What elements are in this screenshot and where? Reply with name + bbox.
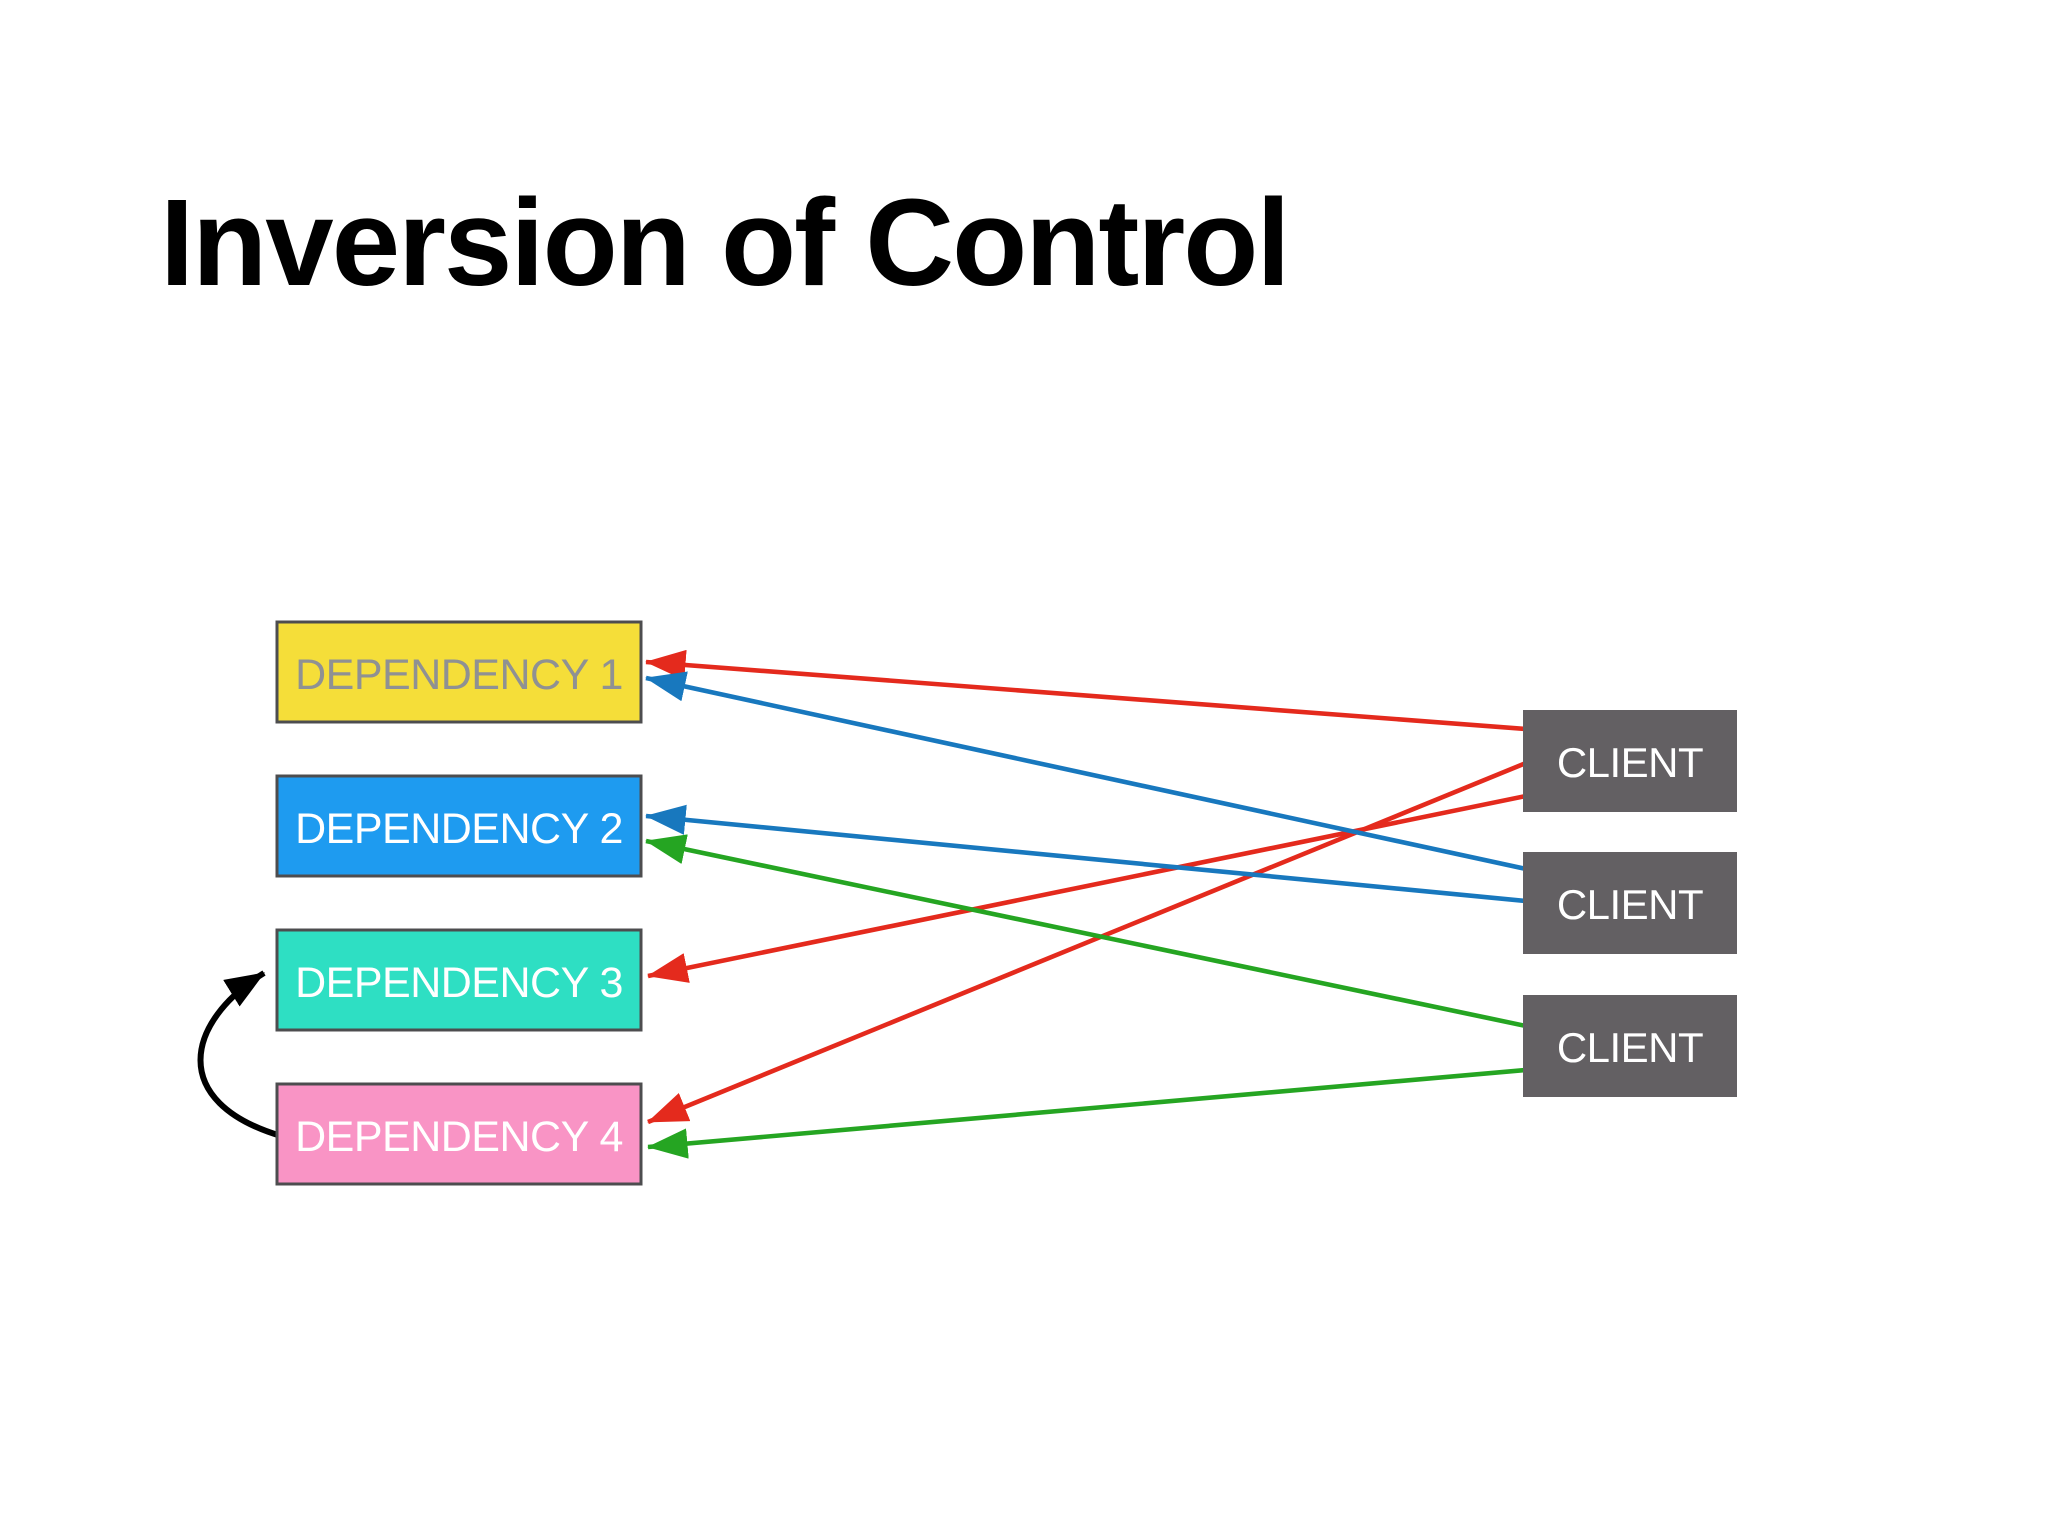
connection-client2-dependency1-arrow: [645, 671, 1527, 872]
connection-dependency4-dependency3-arrow: [197, 970, 282, 1139]
dependency-1-label: DEPENDENCY 1: [295, 651, 623, 699]
client-3: CLIENT: [1523, 995, 1737, 1097]
dependency-2-label: DEPENDENCY 2: [295, 805, 623, 853]
client-2: CLIENT: [1523, 852, 1737, 954]
dependency-2: DEPENDENCY 2: [275, 774, 643, 878]
dependency-2-box: [275, 774, 643, 878]
connection-client1-dependency4-arrow: [647, 760, 1527, 1125]
client-2-box: [1523, 852, 1737, 954]
dependency-4-label: DEPENDENCY 4: [295, 1113, 623, 1161]
dependency-3: DEPENDENCY 3: [275, 928, 643, 1032]
client-3-box: [1523, 995, 1737, 1097]
dependency-4-box: [275, 1082, 643, 1186]
page-title: Inversion of Control: [160, 175, 1289, 312]
dependency-1: DEPENDENCY 1: [275, 620, 643, 724]
dependency-1-box: [275, 620, 643, 724]
connection-client3-dependency4-arrow: [647, 1067, 1527, 1159]
client-1-box: [1523, 710, 1737, 812]
connection-client2-dependency2-arrow: [645, 804, 1527, 904]
connection-client3-dependency2-arrow: [645, 834, 1527, 1029]
dependency-3-label: DEPENDENCY 3: [295, 959, 623, 1007]
dependency-3-box: [275, 928, 643, 1032]
client-1: CLIENT: [1523, 710, 1737, 812]
dependency-4: DEPENDENCY 4: [275, 1082, 643, 1186]
client-3-label: CLIENT: [1557, 1024, 1703, 1071]
client-1-label: CLIENT: [1557, 739, 1703, 786]
connection-client1-dependency1-arrow: [645, 649, 1527, 732]
connection-client1-dependency3-arrow: [647, 793, 1527, 983]
client-2-label: CLIENT: [1557, 881, 1703, 928]
